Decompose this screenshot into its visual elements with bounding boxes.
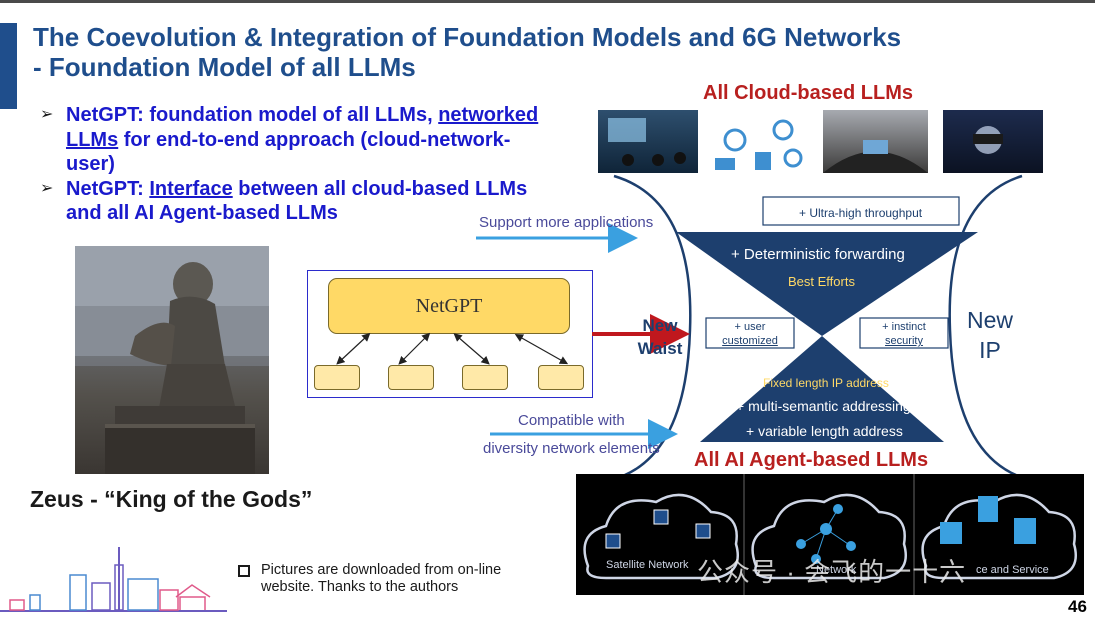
network-label: Network <box>816 564 857 576</box>
netgpt-node: NetGPT <box>328 278 570 334</box>
multi-semantic-label: + multi-semantic addressing <box>736 398 911 414</box>
instinct-security-box: + instinct security <box>882 321 926 347</box>
bullet-item: ➢ NetGPT: Interface between all cloud-ba… <box>40 177 540 226</box>
arrow-bullet-icon: ➢ <box>40 179 54 197</box>
title-accent-bar <box>0 23 17 109</box>
fixed-length-label: Fixed length IP address <box>763 376 889 390</box>
service-label: ce and Service <box>976 564 1049 576</box>
top-rule <box>0 0 1095 3</box>
watermark-text: 公众号 · 会飞的一十六 <box>697 557 967 587</box>
bullet-text: NetGPT: foundation model of all LLMs, ne… <box>66 104 539 175</box>
netgpt-arrows <box>336 332 569 365</box>
title-line-1: The Coevolution & Integration of Foundat… <box>33 22 902 52</box>
deterministic-forwarding-label: + Deterministic forwarding <box>731 246 905 263</box>
compatible-label: Compatible with <box>518 412 625 429</box>
bullet-list: ➢ NetGPT: foundation model of all LLMs, … <box>40 103 540 226</box>
cloud-app-picture-car-interior <box>823 110 928 173</box>
bullet-text: NetGPT: Interface between all cloud-base… <box>66 177 528 225</box>
cloud-app-picture-meeting <box>598 110 698 173</box>
best-efforts-label: Best Efforts <box>788 274 855 289</box>
agent-llms-title: All AI Agent-based LLMs <box>694 449 929 471</box>
zeus-statue-image <box>75 246 269 474</box>
footnote: Pictures are downloaded from on-line web… <box>238 562 538 596</box>
ultra-high-throughput-label: + Ultra-high throughput <box>799 206 923 220</box>
llm-leaf-node <box>388 365 434 390</box>
agent-network-panel: Satellite Network Network ce and Service <box>576 474 1084 595</box>
netgpt-diagram: NetGPT <box>307 270 593 398</box>
city-skyline-logo <box>0 545 227 613</box>
llm-leaf-node <box>538 365 584 390</box>
zeus-caption: Zeus - “King of the Gods” <box>30 486 313 512</box>
new-waist-label: New Waist <box>637 316 683 358</box>
cloud-app-picture-industry <box>705 110 810 173</box>
variable-length-label: + variable length address <box>746 423 903 439</box>
diversity-label: diversity network elements <box>483 440 660 457</box>
bullet-item: ➢ NetGPT: foundation model of all LLMs, … <box>40 103 540 177</box>
cloud-llms-title: All Cloud-based LLMs <box>703 82 913 104</box>
cloud-app-picture-vr <box>943 110 1043 173</box>
arrow-bullet-icon: ➢ <box>40 106 54 123</box>
title-line-2: - Foundation Model of all LLMs <box>33 52 416 82</box>
satellite-network-label: Satellite Network <box>606 559 689 571</box>
page-number: 46 <box>1068 597 1087 616</box>
slide-title: The Coevolution & Integration of Foundat… <box>33 22 901 82</box>
support-apps-label: Support more applications <box>479 214 654 231</box>
llm-leaf-node <box>462 365 508 390</box>
llm-leaf-node <box>314 365 360 390</box>
square-bullet-icon <box>238 565 250 577</box>
user-customized-box: + user customized <box>722 321 778 347</box>
new-ip-label: New IP <box>966 307 1013 363</box>
